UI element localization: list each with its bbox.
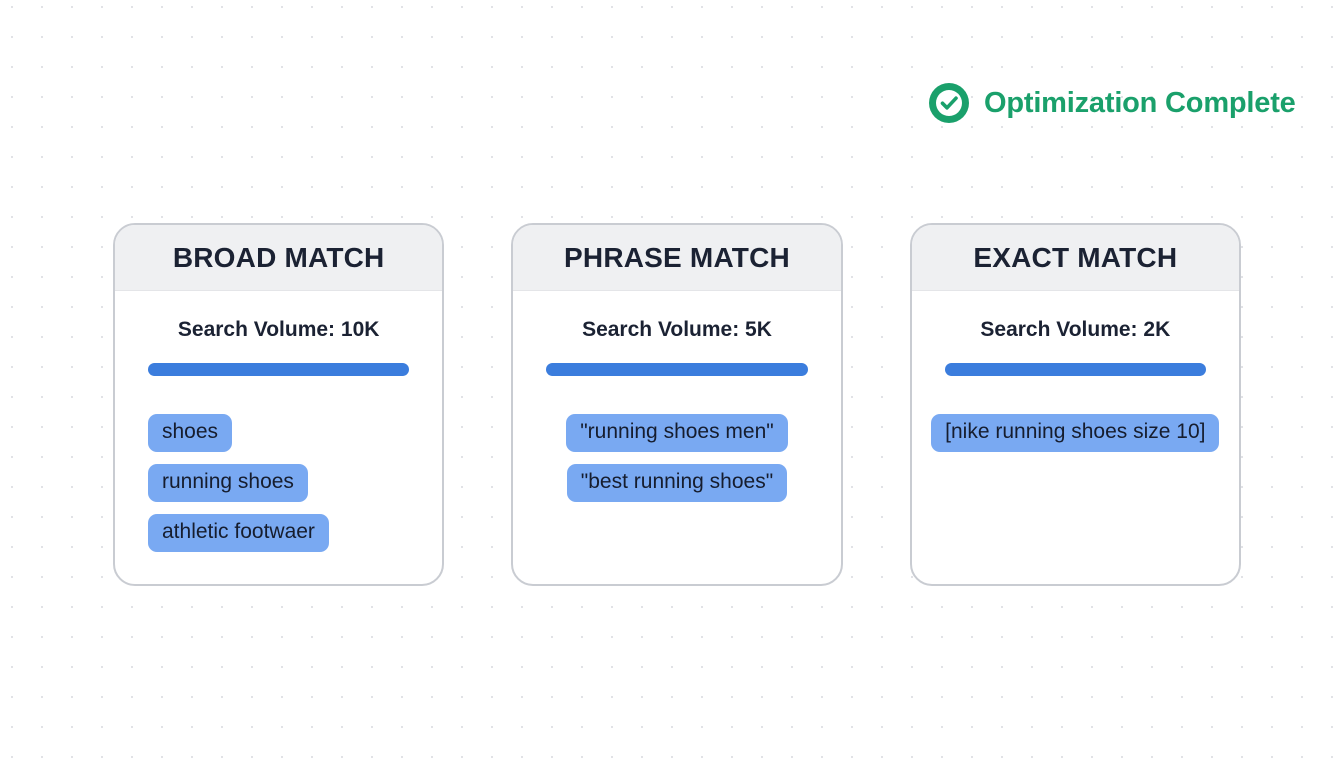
search-volume-label: Search Volume: 2K <box>980 318 1171 341</box>
match-card-broad[interactable]: BROAD MATCH Search Volume: 10K shoes run… <box>113 223 445 586</box>
keyword-chip[interactable]: athletic footwaer <box>148 514 329 553</box>
card-title: EXACT MATCH <box>973 241 1178 273</box>
keyword-chip[interactable]: "best running shoes" <box>566 464 788 503</box>
card-body: Search Volume: 10K shoes running shoes a… <box>115 291 442 584</box>
card-body: Search Volume: 5K "running shoes men" "b… <box>513 291 840 584</box>
card-title: PHRASE MATCH <box>564 241 790 273</box>
match-type-cards: BROAD MATCH Search Volume: 10K shoes run… <box>113 223 1241 586</box>
card-header: BROAD MATCH <box>115 225 443 291</box>
keyword-list: [nike running shoes size 10] <box>931 414 1220 453</box>
card-header: PHRASE MATCH <box>513 225 841 291</box>
search-volume-bar <box>944 363 1206 376</box>
match-card-phrase[interactable]: PHRASE MATCH Search Volume: 5K "running … <box>511 223 843 586</box>
search-volume-bar-fill <box>148 363 410 376</box>
keyword-chip[interactable]: running shoes <box>148 464 308 503</box>
search-volume-bar <box>148 363 410 376</box>
search-volume-bar-fill <box>944 363 1206 376</box>
search-volume-label: Search Volume: 5K <box>582 318 772 341</box>
keyword-list: "running shoes men" "best running shoes" <box>546 414 807 503</box>
status-label: Optimization Complete <box>984 86 1296 119</box>
card-header: EXACT MATCH <box>911 225 1239 291</box>
check-circle-icon <box>929 83 969 123</box>
status-banner: Optimization Complete <box>928 82 1296 124</box>
match-card-exact[interactable]: EXACT MATCH Search Volume: 2K [nike runn… <box>909 223 1241 586</box>
keyword-list: shoes running shoes athletic footwaer <box>148 414 409 553</box>
search-volume-bar-fill <box>546 363 808 376</box>
keyword-chip[interactable]: [nike running shoes size 10] <box>931 414 1220 453</box>
keyword-chip[interactable]: "running shoes men" <box>566 414 788 453</box>
keyword-chip[interactable]: shoes <box>148 414 233 453</box>
search-volume-label: Search Volume: 10K <box>177 318 380 341</box>
search-volume-bar <box>546 363 808 376</box>
card-body: Search Volume: 2K [nike running shoes si… <box>912 291 1239 584</box>
card-title: BROAD MATCH <box>172 241 385 273</box>
